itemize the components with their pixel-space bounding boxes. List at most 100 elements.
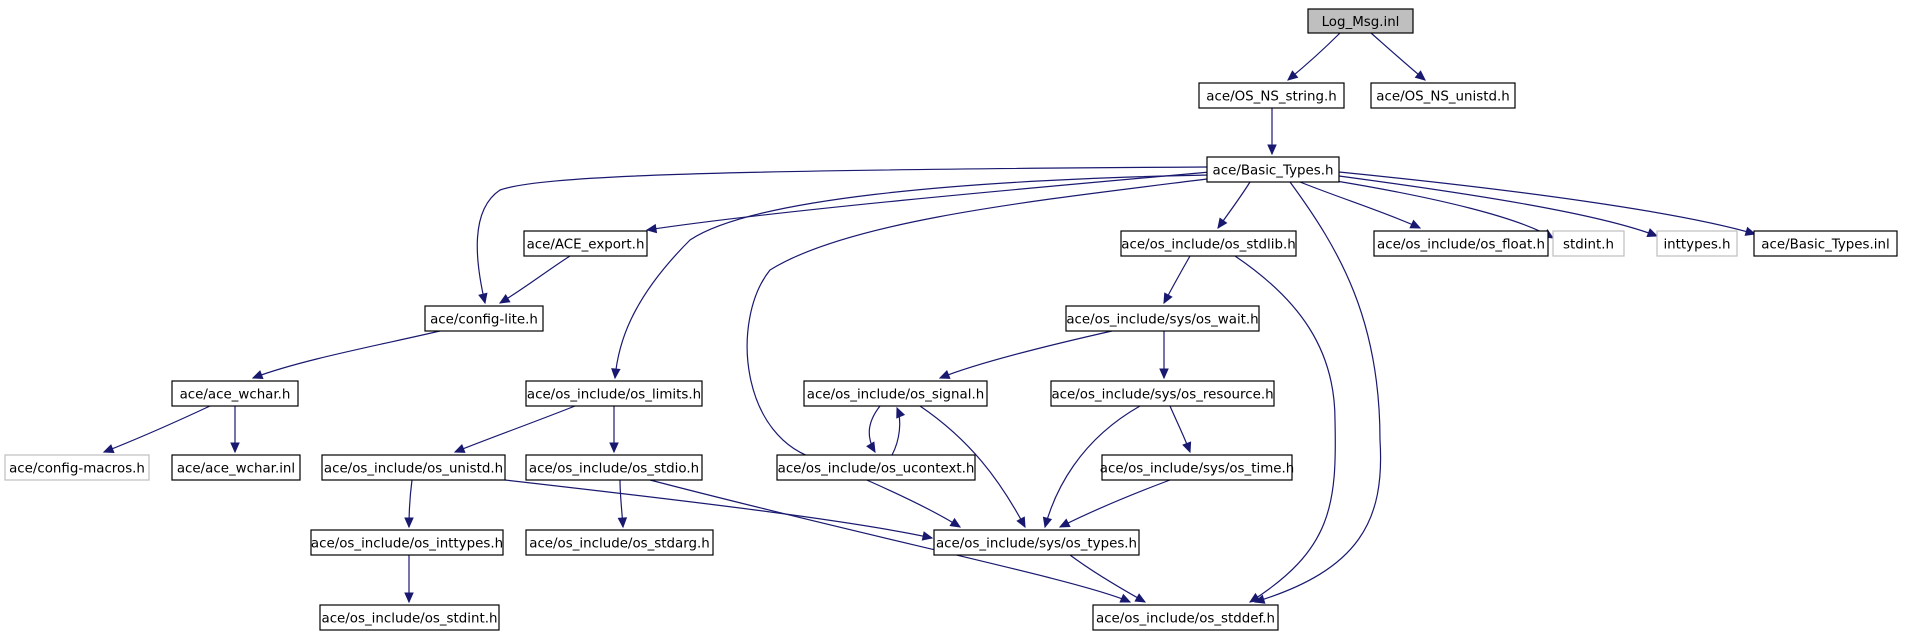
edge-basic_types-to-inttypes xyxy=(1338,175,1659,238)
node-os-wait[interactable]: ace/os_include/sys/os_wait.h xyxy=(1065,305,1260,332)
node-os-stdarg[interactable]: ace/os_include/os_stdarg.h xyxy=(525,529,714,556)
edge-arrowhead xyxy=(1134,593,1147,603)
edge-arrowhead xyxy=(609,442,619,454)
edge-os_stdlib-to-os_wait xyxy=(1163,255,1191,305)
node-os-stddef[interactable]: ace/os_include/os_stddef.h xyxy=(1092,604,1279,631)
node-label: ace/os_include/os_stdio.h xyxy=(529,462,699,477)
node-os-stdlib[interactable]: ace/os_include/os_stdlib.h xyxy=(1120,230,1297,257)
edge-log_msg-to-os_ns_unistd xyxy=(1370,32,1426,81)
edge-arrowhead xyxy=(404,592,414,604)
edge-basic_types-to-os_limits xyxy=(611,174,1211,380)
edge-arrowhead xyxy=(1119,593,1132,603)
edge-basic_types-to-basic_types_inl xyxy=(1338,171,1757,236)
node-basic-types[interactable]: ace/Basic_Types.h xyxy=(1206,156,1340,183)
node-box xyxy=(1120,230,1297,257)
node-box xyxy=(310,529,504,556)
edge-os_wait-to-os_resource xyxy=(1159,330,1169,380)
node-os-ucontext[interactable]: ace/os_include/os_ucontext.h xyxy=(776,454,976,481)
node-box xyxy=(424,305,544,332)
edge-line xyxy=(1059,479,1171,528)
node-os-limits[interactable]: ace/os_include/os_limits.h xyxy=(525,380,703,407)
node-box xyxy=(1753,230,1898,257)
edge-basic_types-to-os_stdlib xyxy=(1217,181,1251,230)
edge-os_stdio-to-os_stdarg xyxy=(617,479,628,529)
node-label: ace/os_include/sys/os_resource.h xyxy=(1051,388,1273,403)
edge-arrowhead xyxy=(617,517,628,529)
edge-os_resource-to-os_time xyxy=(1169,405,1192,454)
edge-line xyxy=(1254,181,1382,603)
edge-line xyxy=(614,174,1211,379)
node-label: ace/os_include/os_stdint.h xyxy=(321,612,497,627)
edge-os_unistd-to-os_inttypes xyxy=(404,479,414,529)
edge-line xyxy=(252,330,441,379)
node-box xyxy=(1065,305,1260,332)
node-os-stdio[interactable]: ace/os_include/os_stdio.h xyxy=(525,454,703,481)
edge-line xyxy=(1370,32,1426,81)
node-os-float[interactable]: ace/os_include/os_float.h xyxy=(1373,230,1549,257)
node-label: ace/os_include/os_limits.h xyxy=(527,388,701,403)
edge-line xyxy=(939,330,1113,379)
edge-arrowhead xyxy=(478,292,488,305)
node-box xyxy=(933,529,1140,556)
node-box xyxy=(1656,230,1738,257)
node-os-stdint[interactable]: ace/os_include/os_stdint.h xyxy=(319,604,500,631)
node-label: Log_Msg.inl xyxy=(1322,15,1400,30)
edge-os_ns_string-to-basic_types xyxy=(1267,108,1277,156)
node-label: ace/ace_wchar.inl xyxy=(177,462,295,477)
node-label: ace/ACE_export.h xyxy=(527,238,645,253)
nodes-layer: Log_Msg.inl ace/OS_NS_string.h ace/OS_NS_u… xyxy=(4,8,1898,631)
node-box xyxy=(319,604,500,631)
node-box xyxy=(1552,230,1625,257)
edge-basic_types-to-os_types xyxy=(746,177,1216,528)
node-label: ace/os_include/os_float.h xyxy=(1377,238,1545,253)
node-basic-types-inl[interactable]: ace/Basic_Types.inl xyxy=(1753,230,1898,257)
node-box xyxy=(1101,454,1293,481)
edge-arrowhead xyxy=(921,531,934,541)
edge-line xyxy=(476,166,1208,304)
node-label: ace/os_include/os_signal.h xyxy=(807,388,984,403)
node-os-inttypes[interactable]: ace/os_include/os_inttypes.h xyxy=(310,529,504,556)
edges-layer xyxy=(102,32,1757,604)
edge-basic_types-to-config_lite xyxy=(476,166,1208,305)
node-label: stdint.h xyxy=(1563,238,1614,253)
node-config-lite[interactable]: ace/config-lite.h xyxy=(424,305,544,332)
edge-os_signal-to-os_ucontext xyxy=(866,405,881,454)
node-os-ns-unistd[interactable]: ace/OS_NS_unistd.h xyxy=(1370,82,1516,109)
node-box xyxy=(776,454,976,481)
edge-basic_types-to-os_float xyxy=(1299,181,1422,229)
edge-line xyxy=(1338,171,1756,235)
edge-arrowhead xyxy=(1414,70,1426,81)
edge-line xyxy=(1234,255,1336,603)
node-os-types[interactable]: ace/os_include/sys/os_types.h xyxy=(933,529,1140,556)
edge-arrowhead xyxy=(938,370,951,379)
node-os-unistd[interactable]: ace/os_include/os_unistd.h xyxy=(321,454,506,481)
node-os-time[interactable]: ace/os_include/sys/os_time.h xyxy=(1100,454,1294,481)
edge-arrowhead xyxy=(1159,368,1169,380)
edge-basic_types-to-stdint xyxy=(1329,179,1555,239)
edge-line xyxy=(1287,32,1341,81)
edge-os_signal-to-os_types xyxy=(919,405,1026,529)
edge-arrowhead xyxy=(611,368,621,380)
node-os-signal[interactable]: ace/os_include/os_signal.h xyxy=(803,380,988,407)
node-label: ace/os_include/sys/os_time.h xyxy=(1100,462,1294,477)
edge-arrowhead xyxy=(1163,292,1173,305)
node-log-msg[interactable]: Log_Msg.inl xyxy=(1307,8,1414,34)
edge-os_unistd-to-os_types xyxy=(504,479,934,541)
node-ace-export[interactable]: ace/ACE_export.h xyxy=(523,230,648,257)
node-os-resource[interactable]: ace/os_include/sys/os_resource.h xyxy=(1050,380,1275,407)
node-label: ace/os_include/os_stdlib.h xyxy=(1121,238,1295,253)
node-label: ace/config-lite.h xyxy=(430,313,538,328)
node-os-ns-string[interactable]: ace/OS_NS_string.h xyxy=(1198,82,1345,109)
node-label: ace/os_include/os_inttypes.h xyxy=(311,537,503,552)
node-label: ace/os_include/os_stddef.h xyxy=(1096,612,1275,627)
node-config-macros: ace/config-macros.h xyxy=(4,454,150,481)
edge-arrowhead xyxy=(1217,217,1228,230)
node-ace-wchar[interactable]: ace/ace_wchar.h xyxy=(171,380,299,407)
edge-arrowhead xyxy=(453,444,466,453)
node-label: inttypes.h xyxy=(1663,238,1730,253)
node-box xyxy=(803,380,988,407)
edge-arrowhead xyxy=(1646,228,1659,238)
node-ace-wchar-inl[interactable]: ace/ace_wchar.inl xyxy=(171,454,301,481)
node-box xyxy=(1206,156,1340,183)
